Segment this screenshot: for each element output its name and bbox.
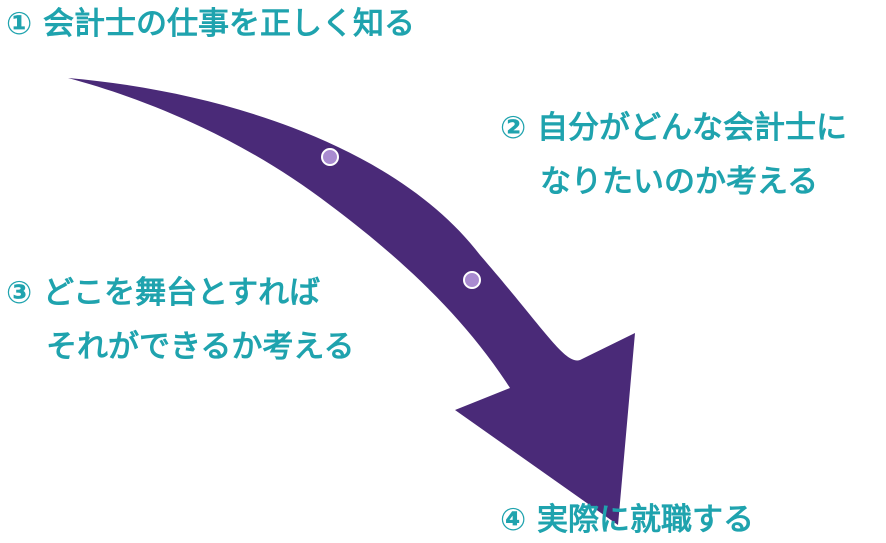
step-2-line-2: なりたいのか考える [540, 164, 819, 200]
step-2-label: ② 自分がどんな会計士に なりたいのか考える [500, 101, 847, 209]
step-3-line-2: それができるか考える [46, 329, 355, 365]
arrow-dot-2 [463, 271, 481, 289]
step-4-line-1: ④ 実際に就職する [500, 502, 755, 538]
step-4-label: ④ 実際に就職する [500, 493, 754, 543]
step-1-label: ① 会計士の仕事を正しく知る [6, 0, 415, 51]
step-2-line-1: ② 自分がどんな会計士に [500, 110, 848, 146]
step-1-line-1: ① 会計士の仕事を正しく知る [6, 6, 416, 42]
curved-arrow-shape [68, 78, 635, 525]
step-3-line-1: ③ どこを舞台とすれば [6, 275, 321, 311]
step-3-label: ③ どこを舞台とすれば それができるか考える [6, 266, 354, 374]
arrow-dot-1 [321, 148, 339, 166]
